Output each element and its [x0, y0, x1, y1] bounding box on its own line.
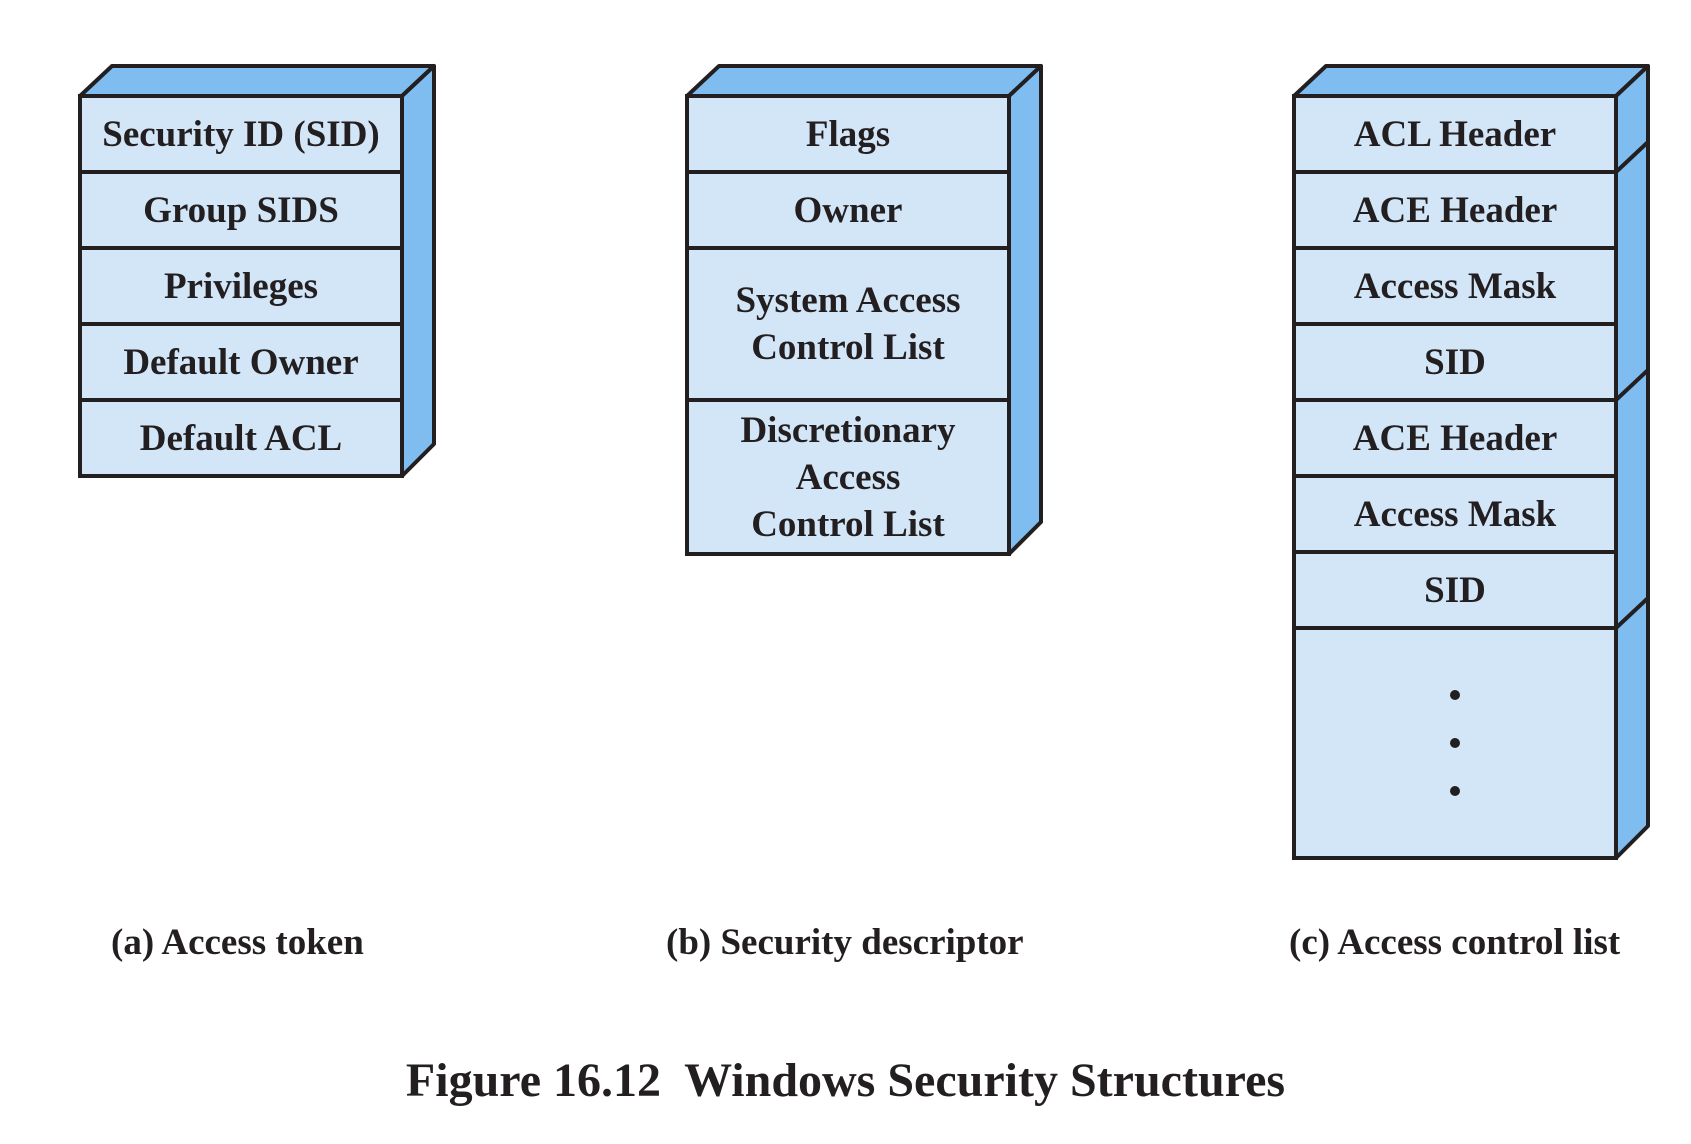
access-token-field-default-owner: Default Owner — [82, 326, 400, 402]
acl-field-access-mask-2: Access Mask — [1296, 478, 1614, 554]
acl-field-ace-header-1: ACE Header — [1296, 174, 1614, 250]
security-descriptor-field-sacl: System Access Control List — [689, 250, 1007, 402]
acl-field-ace-header-2: ACE Header — [1296, 402, 1614, 478]
access-control-list-3d-faces — [1292, 64, 1650, 860]
acl-continuation — [1296, 630, 1614, 856]
access-token-block: Security ID (SID) Group SIDS Privileges … — [78, 64, 438, 480]
security-descriptor-field-flags: Flags — [689, 98, 1007, 174]
acl-field-access-mask-1: Access Mask — [1296, 250, 1614, 326]
acl-field-sid-1: SID — [1296, 326, 1614, 402]
caption-access-control-list: (c) Access control list — [1289, 922, 1621, 963]
access-token-field-privileges: Privileges — [82, 250, 400, 326]
caption-security-descriptor: (b) Security descriptor — [666, 922, 1024, 963]
caption-access-token: (a) Access token — [111, 922, 364, 963]
security-descriptor-field-dacl: Discretionary Access Control List — [740, 409, 956, 545]
security-descriptor-3d-faces — [685, 64, 1043, 556]
acl-field-acl-header: ACL Header — [1296, 98, 1614, 174]
access-token-field-default-acl: Default ACL — [139, 417, 343, 459]
acl-field-sid-2: SID — [1296, 554, 1614, 630]
figure-title: Figure 16.12 Windows Security Structures — [405, 1054, 1286, 1107]
access-token-field-group-sids: Group SIDS — [82, 174, 400, 250]
access-control-list-block: ACL Header ACE Header Access Mask SID AC… — [1292, 64, 1652, 860]
security-descriptor-block: Flags Owner System Access Control List D… — [685, 64, 1045, 556]
vertical-ellipsis-icon — [1450, 690, 1460, 796]
access-token-field-sid: Security ID (SID) — [82, 98, 400, 174]
security-descriptor-field-owner: Owner — [689, 174, 1007, 250]
